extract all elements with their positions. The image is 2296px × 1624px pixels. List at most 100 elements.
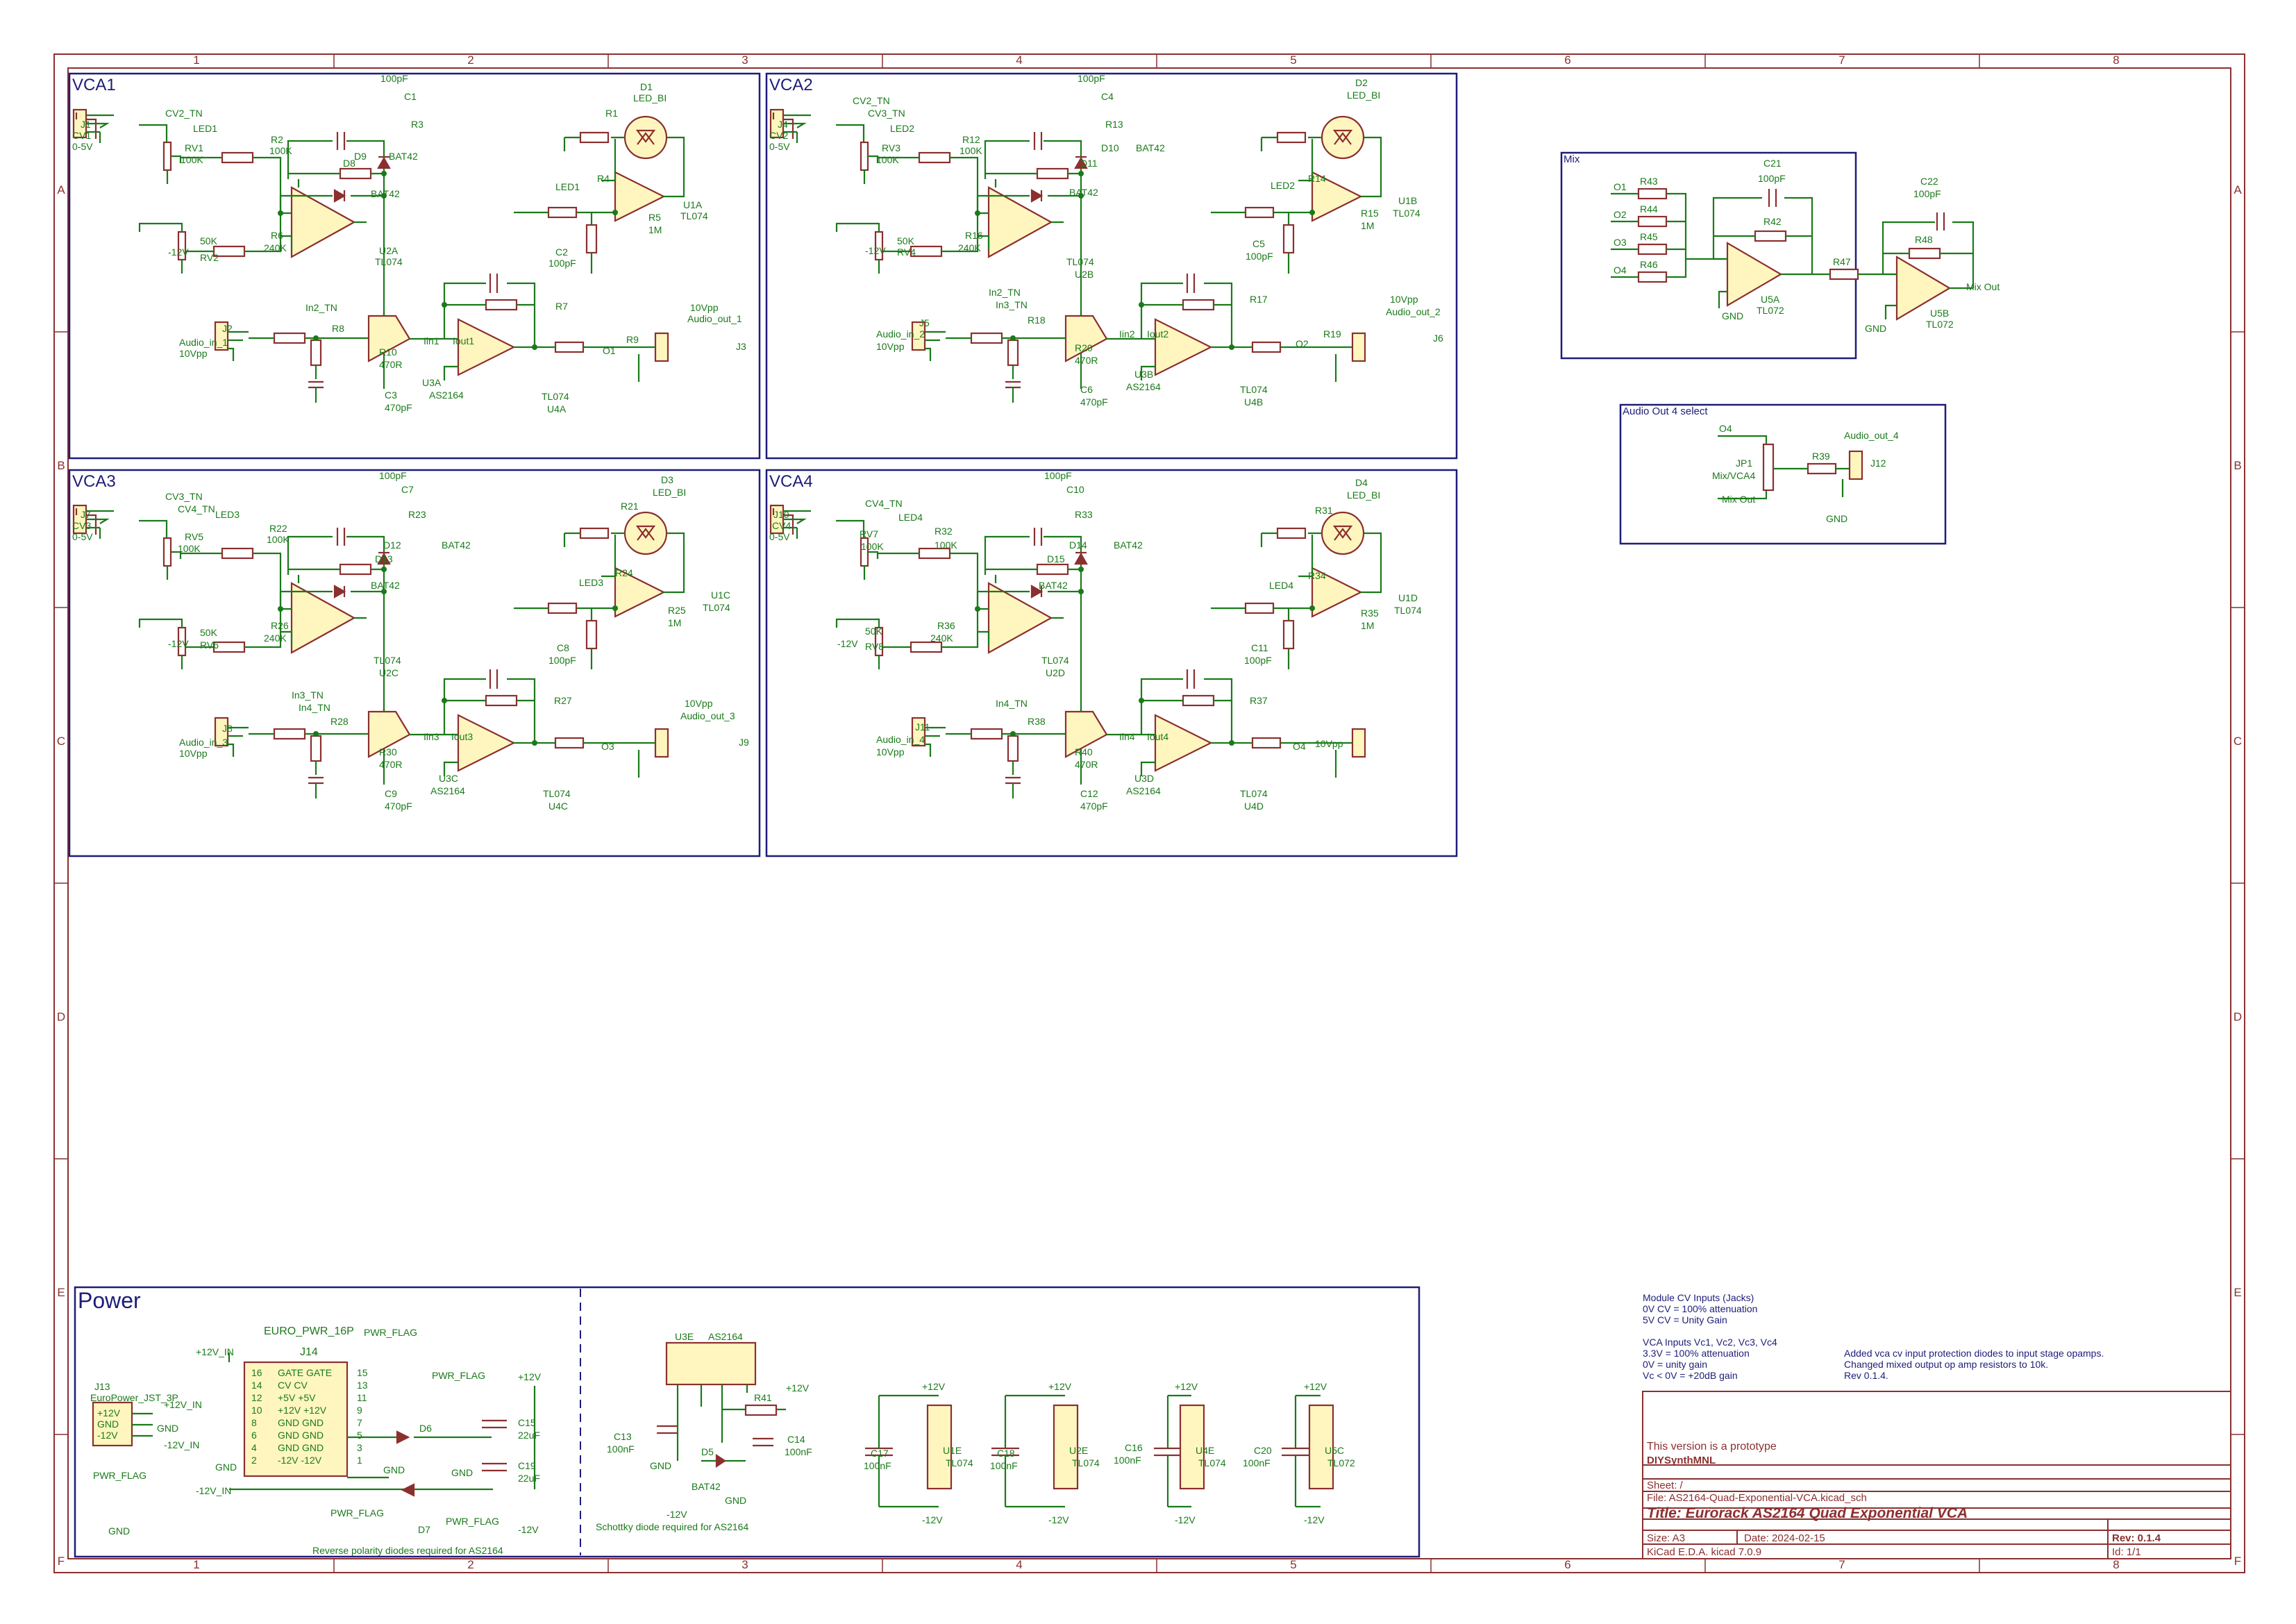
sheet-title: VCA2 bbox=[769, 76, 813, 94]
power-label: GND bbox=[108, 1525, 130, 1537]
ref-label: C18 bbox=[997, 1448, 1015, 1459]
power-label: -12V bbox=[168, 638, 189, 649]
ref-label: R30 bbox=[379, 746, 397, 757]
pin-label: 6 bbox=[251, 1430, 257, 1441]
row-label: D bbox=[57, 1010, 65, 1023]
note-text: 5V CV = Unity Gain bbox=[1643, 1314, 1727, 1325]
power-label: GND bbox=[650, 1460, 671, 1471]
title-file: File: AS2164-Quad-Exponential-VCA.kicad_… bbox=[1647, 1492, 1867, 1504]
ref-label: R18 bbox=[1028, 315, 1046, 326]
pin-name: GND GND bbox=[278, 1442, 324, 1453]
ref-label: C12 bbox=[1080, 788, 1098, 799]
note-text: Reverse polarity diodes required for AS2… bbox=[312, 1545, 503, 1556]
ref-label: C11 bbox=[1251, 642, 1268, 653]
pin-label: 15 bbox=[357, 1367, 368, 1378]
pin-name: +5V +5V bbox=[278, 1392, 316, 1403]
ref-label: R36 bbox=[937, 620, 955, 631]
ref-value: BAT42 bbox=[442, 539, 471, 551]
note-text: Schottky diode required for AS2164 bbox=[596, 1521, 748, 1532]
pin-name: +12V bbox=[97, 1407, 121, 1418]
note-text: Vc < 0V = +20dB gain bbox=[1643, 1370, 1738, 1381]
ref-value: TL072 bbox=[1926, 319, 1954, 330]
ref-label: R7 bbox=[555, 301, 568, 312]
ref-label: RV8 bbox=[865, 641, 884, 652]
ref-value: 100nF bbox=[864, 1460, 891, 1471]
ref-label: R3 bbox=[411, 119, 424, 130]
note-text: Module CV Inputs (Jacks) bbox=[1643, 1292, 1754, 1303]
ref-label: U1D bbox=[1398, 592, 1418, 603]
net-label: Mix Out bbox=[1722, 494, 1755, 505]
ref-label: U3D bbox=[1134, 773, 1154, 784]
ref-value: CV4 bbox=[772, 520, 791, 531]
ref-label: R26 bbox=[271, 620, 289, 631]
ref-value: Mix/VCA4 bbox=[1712, 470, 1755, 481]
pin-label: 8 bbox=[251, 1417, 257, 1428]
row-label: F bbox=[58, 1555, 65, 1568]
ref-value: 100nF bbox=[990, 1460, 1018, 1471]
ref-label: C8 bbox=[557, 642, 569, 653]
ref-label: C19 bbox=[518, 1460, 536, 1471]
ref-value: TL074 bbox=[1394, 605, 1422, 616]
ref-value: 100nF bbox=[1243, 1457, 1271, 1468]
ref-value: AS2164 bbox=[1126, 785, 1161, 796]
title-sheet: Sheet: / bbox=[1647, 1480, 1684, 1491]
ref-label: U4B bbox=[1244, 396, 1263, 408]
sheet-boxes bbox=[68, 72, 1947, 1558]
pin-name: -12V bbox=[97, 1430, 118, 1441]
ref-label: U2B bbox=[1075, 269, 1093, 280]
power-label: -12V bbox=[518, 1524, 539, 1535]
pin-label: 2 bbox=[251, 1455, 257, 1466]
ref-value: Audio_out_3 bbox=[680, 710, 735, 721]
ref-value: LED_BI bbox=[1347, 90, 1380, 101]
ref-label: C16 bbox=[1125, 1442, 1143, 1453]
ref-label: R48 bbox=[1915, 234, 1933, 245]
ref-value: Audio_in_4 bbox=[876, 734, 925, 745]
ref-value: 1M bbox=[648, 224, 662, 235]
vca1-circuit: J1 CV1 0-5V CV2_TN LED1 RV1 100K R2 100K… bbox=[72, 73, 746, 415]
ref-label: D3 bbox=[661, 474, 673, 485]
ref-label: J4 bbox=[778, 119, 788, 130]
net-label: -12V_IN bbox=[164, 1439, 199, 1450]
ref-value: TL074 bbox=[1041, 655, 1069, 666]
ref-label: J7 bbox=[81, 509, 91, 520]
ref-value: CV2 bbox=[769, 130, 788, 141]
ref-label: R44 bbox=[1640, 203, 1658, 215]
ref-value: BAT42 bbox=[371, 188, 400, 199]
ref-label: C15 bbox=[518, 1417, 536, 1428]
ref-label: R10 bbox=[379, 346, 397, 358]
power-flag: PWR_FLAG bbox=[93, 1470, 146, 1481]
ref-label: C1 bbox=[404, 91, 417, 102]
pin-label: Iout3 bbox=[451, 731, 473, 742]
row-label: C bbox=[57, 735, 65, 748]
net-label: In2_TN bbox=[305, 302, 337, 313]
ref-value: CV1 bbox=[72, 130, 91, 141]
pin-label: Iout2 bbox=[1147, 328, 1168, 340]
ref-label: C13 bbox=[614, 1431, 632, 1442]
ref-value: BAT42 bbox=[692, 1481, 721, 1492]
title-size: Size: A3 bbox=[1647, 1532, 1685, 1544]
pin-label: Iin3 bbox=[424, 731, 439, 742]
net-label: In3_TN bbox=[292, 689, 324, 701]
ref-value: TL074 bbox=[1240, 384, 1268, 395]
ref-label: J11 bbox=[915, 721, 930, 733]
ref-label: C7 bbox=[401, 484, 414, 495]
ref-value: 1M bbox=[1361, 620, 1374, 631]
note-text: Added vca cv input protection diodes to … bbox=[1844, 1348, 2104, 1359]
vca2-circuit: J4 CV2 0-5V CV2_TN CV3_TN LED2 RV3 100K … bbox=[769, 73, 1443, 408]
ref-label: R37 bbox=[1250, 695, 1268, 706]
pin-label: 12 bbox=[251, 1392, 262, 1403]
net-label: LED1 bbox=[193, 123, 217, 134]
ref-value: 240K bbox=[958, 242, 981, 253]
net-label: LED4 bbox=[898, 512, 923, 523]
ref-label: R38 bbox=[1028, 716, 1046, 727]
net-label: O4 bbox=[1293, 741, 1306, 752]
title-rev: Rev: 0.1.4 bbox=[2112, 1532, 2161, 1544]
ref-label: U4A bbox=[547, 403, 567, 415]
audio-out4-select: O4 JP1 Mix/VCA4 R39 Audio_out_4 J12 Mix … bbox=[1712, 423, 1899, 524]
ref-value: LED_BI bbox=[633, 92, 667, 103]
ref-value: 100pF bbox=[379, 470, 407, 481]
ref-value: BAT42 bbox=[371, 580, 400, 591]
pin-label: Iin4 bbox=[1119, 731, 1135, 742]
col-label: 1 bbox=[193, 1558, 199, 1571]
